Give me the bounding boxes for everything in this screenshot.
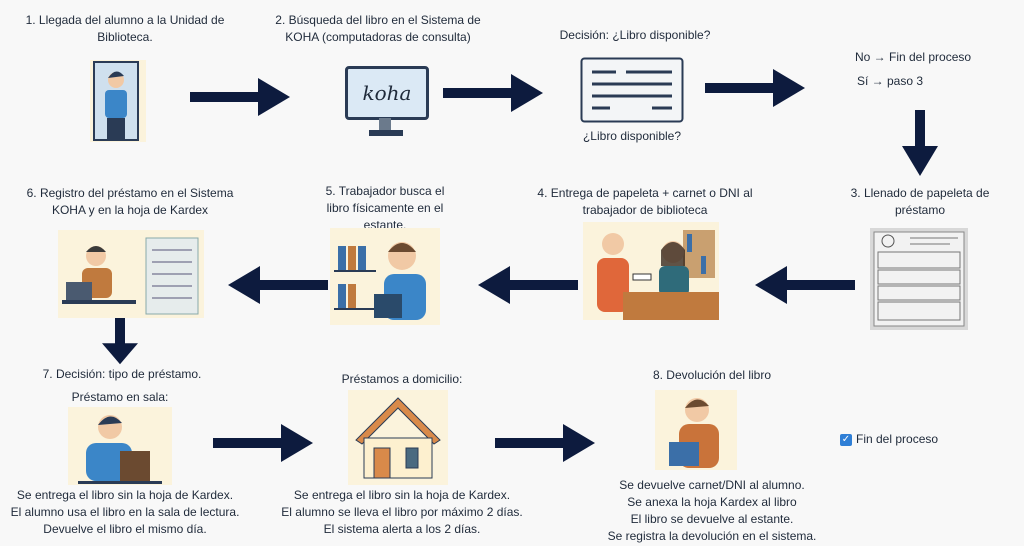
document-icon xyxy=(580,57,684,123)
checkbox-checked-icon: ✓ xyxy=(840,433,852,446)
house-illustration xyxy=(348,390,448,485)
decision-yes: Sí → paso 3 xyxy=(857,74,924,88)
book-return-illustration xyxy=(655,390,737,470)
arrow-left-3 xyxy=(755,266,855,304)
arrow-down-1 xyxy=(902,110,938,176)
step8-details: Se devuelve carnet/DNI al alumno.Se anex… xyxy=(607,478,817,543)
arrow-left-1 xyxy=(228,266,328,304)
reading-room-illustration xyxy=(68,407,172,485)
step7-title: 7. Decisión: tipo de préstamo. xyxy=(42,367,202,381)
step4-title: 4. Entrega de papeleta + carnet o DNI al… xyxy=(537,186,753,217)
home-loan-title: Préstamos a domicilio: xyxy=(341,372,463,386)
decision-caption: ¿Libro disponible? xyxy=(582,129,682,143)
registration-kardex-illustration xyxy=(58,230,204,318)
end-of-process: ✓ Fin del proceso xyxy=(840,431,938,448)
step8-title: 8. Devolución del libro xyxy=(652,368,772,382)
koha-monitor-illustration: koha xyxy=(345,66,429,120)
arrow-right-2 xyxy=(443,74,543,112)
end-label: Fin del proceso xyxy=(856,432,939,446)
student-at-door-illustration xyxy=(90,60,146,142)
home-loan-details: Se entrega el libro sin la hoja de Karde… xyxy=(281,488,523,536)
arrow-right-5 xyxy=(495,424,595,462)
decision-title: Decisión: ¿Libro disponible? xyxy=(559,28,711,42)
handover-counter-illustration xyxy=(583,222,719,320)
arrow-left-2 xyxy=(478,266,578,304)
arrow-right-3 xyxy=(705,69,805,107)
worker-shelf-illustration xyxy=(330,228,440,325)
arrow-right-1 xyxy=(190,78,290,116)
arrow-right-4 xyxy=(213,424,313,462)
loan-slip-photo xyxy=(870,228,968,330)
step7-details: Se entrega el libro sin la hoja de Karde… xyxy=(10,488,240,536)
decision-no: No → Fin del proceso xyxy=(855,50,972,64)
koha-logo-text: koha xyxy=(362,81,412,105)
monitor-stand-icon xyxy=(369,118,403,136)
step7-subtitle: Préstamo en sala: xyxy=(71,390,169,404)
